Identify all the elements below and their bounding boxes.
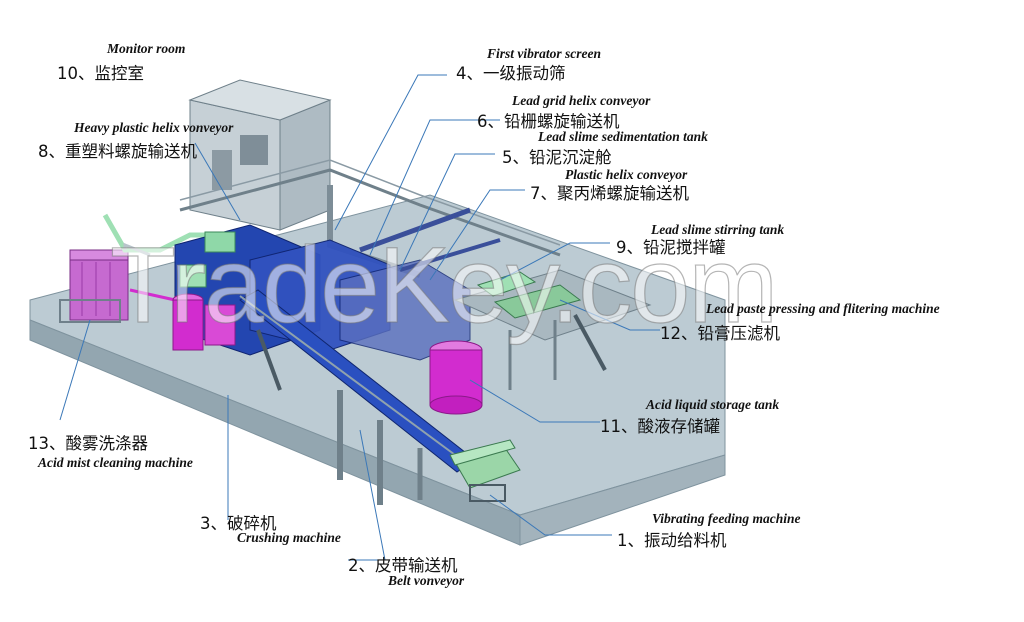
magenta-box-mid [204,304,236,346]
pipe-grey [123,242,151,257]
acid-mist-base [59,299,121,323]
label-en-crushing: Crushing machine [237,530,341,545]
label-zh-lead-slime-sedimentation: 5、铅泥沉淀舱 [502,148,612,167]
label-en-lead-grid-helix: Lead grid helix conveyor [512,93,651,108]
label-zh-heavy-plastic-helix: 8、重塑料螺旋输送机 [38,142,197,161]
label-zh-crushing: 3、破碎机 [200,514,277,533]
label-zh-first-vibrator-screen: 4、一级振动筛 [456,64,566,83]
leader-lines [59,74,660,561]
acid-tank-bottom [429,395,483,415]
helix-conveyor-upper-2 [399,238,501,272]
label-zh-lead-slime-stirring: 9、铅泥搅拌罐 [616,238,726,257]
right-stairs [573,314,607,371]
label-en-heavy-plastic-helix: Heavy plastic helix vonveyor [74,120,234,135]
label-en-belt-conveyor: Belt vonveyor [388,573,465,588]
magenta-tank-left [172,299,204,351]
tank-area-block [339,259,471,361]
label-zh-acid-storage-tank: 11、酸液存储罐 [600,417,720,436]
pipe-green [102,213,210,253]
acid-mist-box [69,257,129,321]
label-en-lead-paste-filter: Lead paste pressing and flitering machin… [706,301,940,316]
feeder-legs [469,484,506,502]
label-zh-belt-conveyor: 2、皮带输送机 [348,556,458,575]
helix-conveyor-upper [359,207,471,253]
filter-press [493,284,582,319]
upper-walkway [179,168,561,257]
label-en-vibrating-feeding: Vibrating feeding machine [652,511,801,526]
belt-conveyor-rail [239,295,471,467]
acid-mist-box-top [69,249,129,261]
label-zh-vibrating-feeding: 1、振动给料机 [617,531,727,550]
label-en-monitor-room: Monitor room [107,41,186,56]
vibrating-feeder-hopper [449,439,516,466]
label-en-acid-storage-tank: Acid liquid storage tank [646,397,780,412]
green-unit-2 [179,264,207,288]
label-zh-lead-grid-helix: 6、铅栅螺旋输送机 [477,112,620,131]
upper-railing [179,159,561,246]
label-zh-plastic-helix: 7、聚丙烯螺旋输送机 [530,184,689,203]
label-en-lead-slime-stirring: Lead slime stirring tank [651,222,785,237]
label-zh-monitor-room: 10、监控室 [57,64,144,83]
label-zh-lead-paste-filter: 12、铅膏压滤机 [660,324,780,343]
label-en-lead-slime-sedimentation: Lead slime sedimentation tank [538,129,708,144]
label-en-plastic-helix: Plastic helix conveyor [565,167,688,182]
monitor-room-window [240,135,268,165]
green-unit [204,231,236,253]
label-en-first-vibrator-screen: First vibrator screen [487,46,602,61]
monitor-room-roof [188,79,332,121]
label-zh-acid-mist: 13、酸雾洗涤器 [28,434,148,453]
stairs-left [256,329,282,391]
label-en-acid-mist: Acid mist cleaning machine [38,455,193,470]
monitor-room-side [279,99,331,231]
platform-front [519,454,726,546]
monitor-room-door [212,150,232,190]
